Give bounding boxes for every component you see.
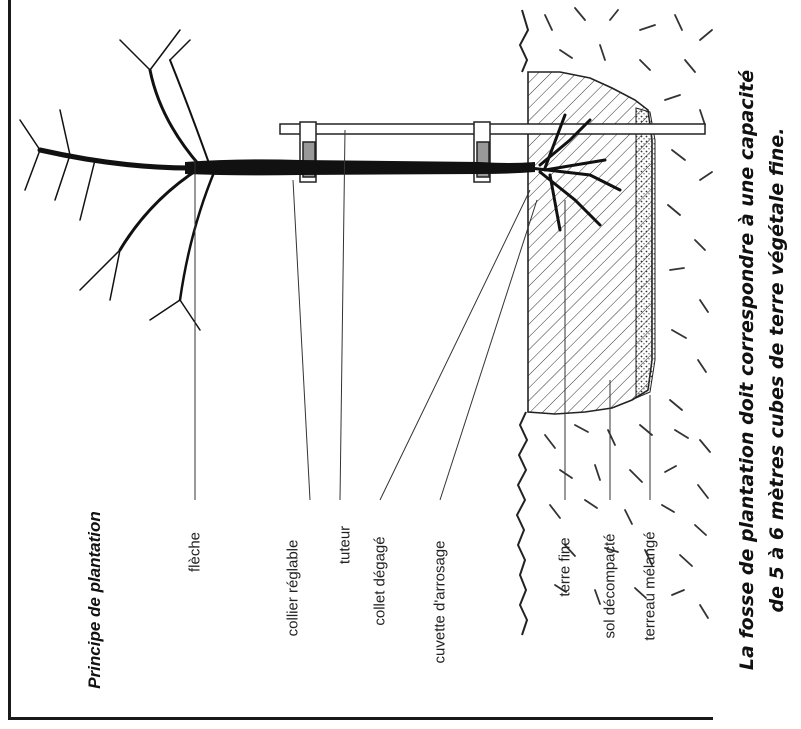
- stake: [280, 124, 705, 134]
- label-terre-fine: terre fine: [557, 537, 574, 596]
- tree-crown: [20, 30, 215, 330]
- terreau-layer: [636, 108, 655, 398]
- diagram-title: Principe de plantation: [85, 511, 105, 689]
- label-collier-reglable: collier réglable: [285, 540, 302, 637]
- label-terreau-melange: terreau mélangé: [642, 531, 659, 640]
- ground-line: [517, 10, 528, 635]
- label-tuteur: tuteur: [337, 526, 354, 564]
- label-sol-decompacte: sol décompacté: [602, 533, 619, 638]
- label-collet-degage: collet dégagé: [372, 536, 389, 625]
- caption-line-1: La fosse de plantation doit correspondre…: [736, 70, 758, 670]
- caption-line-2: de 5 à 6 mètres cubes de terre végétale …: [766, 128, 788, 613]
- label-fleche: flèche: [187, 532, 204, 572]
- label-cuvette-arrosage: cuvette d'arrosage: [432, 541, 449, 664]
